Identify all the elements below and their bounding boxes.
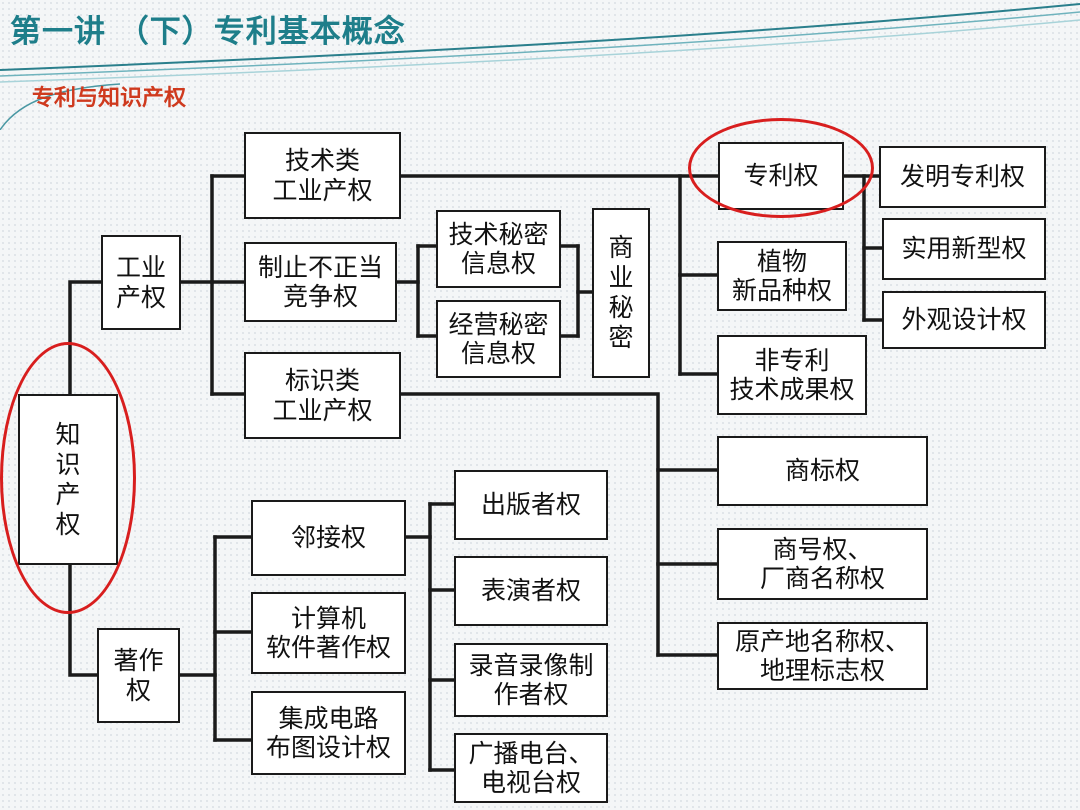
node-ic-layout: 集成电路 布图设计权 [251,691,406,775]
node-non-patent-tech: 非专利 技术成果权 [717,335,867,415]
node-plant-variety: 植物 新品种权 [717,241,847,311]
node-recording: 录音录像制 作者权 [454,643,608,717]
node-geo-indication: 原产地名称权、 地理标志权 [717,622,928,690]
node-design: 外观设计权 [882,291,1046,349]
node-tech-industrial-property: 技术类 工业产权 [244,132,401,219]
node-software-copyright: 计算机 软件著作权 [251,592,406,674]
node-intellectual-property: 知 识 产 权 [18,394,118,565]
node-performer: 表演者权 [454,556,608,626]
page-subtitle: 专利与知识产权 [32,86,187,111]
node-trademark: 商标权 [717,436,928,506]
node-neighboring-rights: 邻接权 [251,500,406,576]
node-trade-secret: 商 业 秘 密 [592,208,650,378]
node-patent: 专利权 [718,142,844,210]
node-tech-secret: 技术秘密 信息权 [436,210,561,288]
node-invention-patent: 发明专利权 [879,146,1046,208]
node-mark-industrial-property: 标识类 工业产权 [244,352,401,439]
page-title: 第一讲 （下）专利基本概念 [10,14,406,50]
node-unfair-competition: 制止不正当 竞争权 [244,242,397,322]
node-publisher: 出版者权 [454,470,608,540]
node-business-secret: 经营秘密 信息权 [436,300,561,378]
node-utility-model: 实用新型权 [882,218,1046,280]
node-trade-name: 商号权、 厂商名称权 [717,528,928,600]
header-decoration [0,3,1080,130]
node-copyright: 著作 权 [97,628,180,723]
node-broadcasting: 广播电台、 电视台权 [454,733,608,803]
node-industrial-property: 工业 产权 [101,235,181,330]
